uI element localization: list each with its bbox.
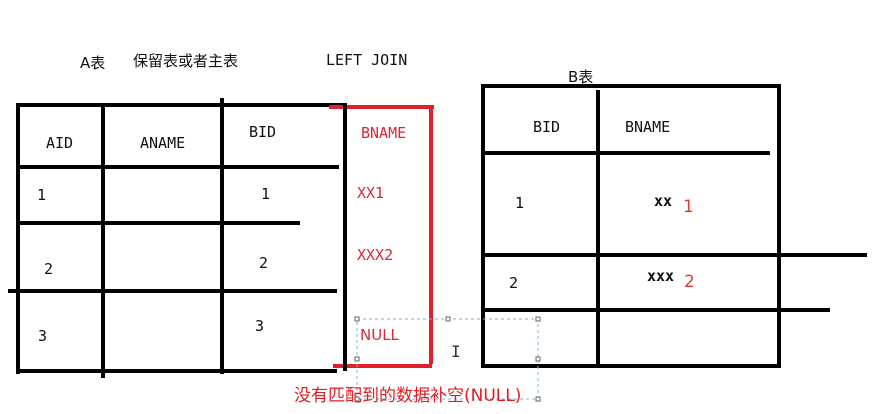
table-a-header-bid: BID: [249, 123, 277, 141]
table-b-cell-bname: xxx: [647, 267, 675, 285]
table-a-header-aid: AID: [46, 134, 74, 152]
table-a-label: A表: [80, 54, 106, 72]
null-fill-caption[interactable]: 没有匹配到的数据补空(NULL): [294, 386, 522, 406]
joined-column-value: XX1: [357, 184, 385, 202]
joined-column-value: XXX2: [357, 246, 394, 264]
table-b-header-bname: BNAME: [625, 118, 671, 136]
table-a-description: 保留表或者主表: [133, 52, 239, 70]
table-a-cell-aid: 3: [38, 327, 48, 345]
joined-column-header: BNAME: [361, 124, 407, 142]
text-cursor-icon: I: [451, 342, 461, 361]
table-a-cell-bid: 3: [255, 317, 265, 335]
table-b-row-number-annotation: 1: [683, 197, 694, 217]
table-a-header-aname: ANAME: [140, 134, 186, 152]
table-b-header-bid: BID: [533, 118, 561, 136]
table-b-cell-bid: 2: [509, 274, 519, 292]
joined-column-null-value[interactable]: NULL: [360, 326, 399, 344]
table-b-label: B表: [568, 68, 594, 86]
selection-handles: [354, 316, 541, 402]
table-a-lines: [8, 98, 347, 378]
table-b-cell-bname: xx: [654, 192, 673, 210]
join-type-label: LEFT JOIN: [326, 51, 408, 69]
table-a-cell-bid: 2: [259, 254, 269, 272]
table-a-cell-bid: 1: [261, 185, 271, 203]
table-a-cell-aid: 1: [37, 186, 47, 204]
table-b-row-number-annotation: 2: [684, 272, 695, 292]
table-b-cell-bid: 1: [515, 194, 525, 212]
table-a-cell-aid: 2: [44, 260, 54, 278]
